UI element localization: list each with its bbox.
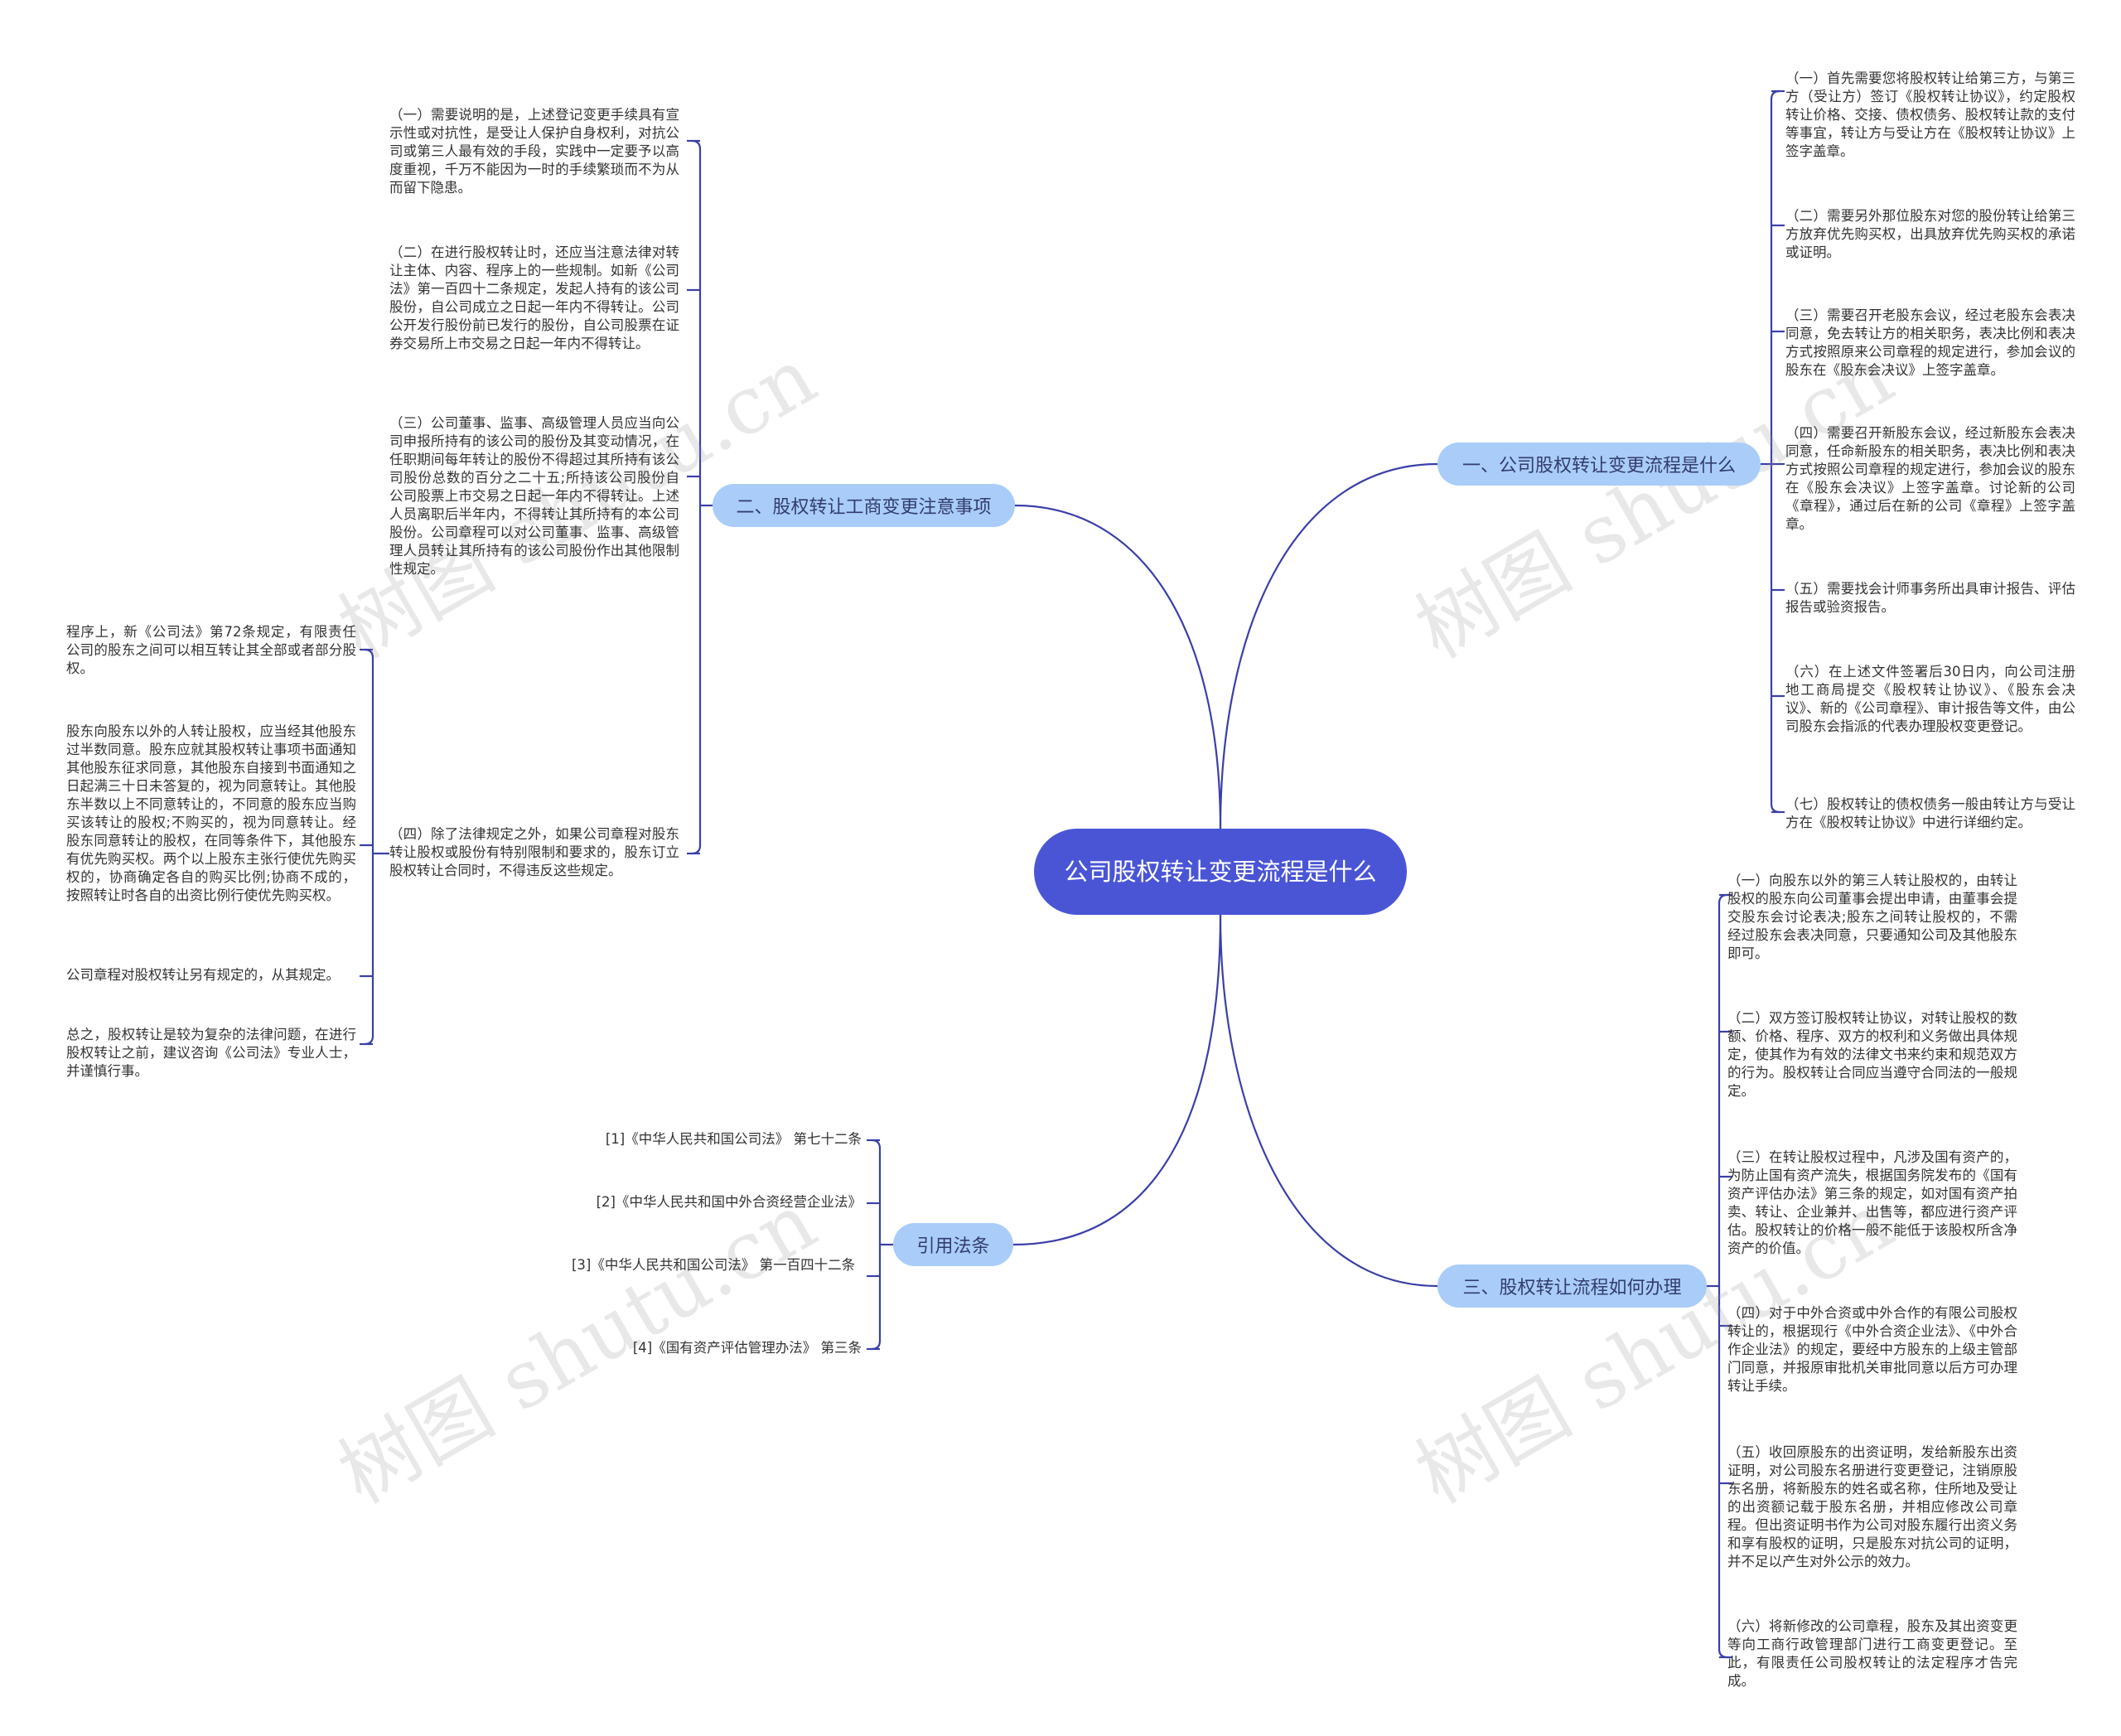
law-reference[interactable]: [2]《中华人民共和国中外合资经营企业法》 <box>596 1194 862 1210</box>
branch-2-node[interactable]: 二、股权转让工商变更注意事项 <box>713 484 1015 527</box>
bracket-b3-cap <box>1718 893 1728 904</box>
law-reference[interactable]: [3]《中华人民共和国公司法》 第一百四十二条 <box>572 1257 856 1273</box>
branch-2-label: 二、股权转让工商变更注意事项 <box>736 497 992 518</box>
branch-3-item: （四）对于中外合资或中外合作的有限公司股权转让的，根据现行《中外合资企业法》、《… <box>1727 1305 2017 1394</box>
branch-3-label: 三、股权转让流程如何办理 <box>1462 1278 1682 1298</box>
branch-1-item: （五）需要找会计师事务所出具审计报告、评估报告或验资报告。 <box>1785 581 2075 615</box>
branch-3-item: （六）将新修改的公司章程，股东及其出资变更等向工商行政管理部门进行工商变更登记。… <box>1727 1618 2017 1689</box>
bracket-b2-cap <box>691 844 702 855</box>
branch-1-item: （三）需要召开老股东会议，经过老股东会表决同意，免去转让方的相关职务，表决比例和… <box>1785 307 2075 378</box>
law-reference[interactable]: [1]《中华人民共和国公司法》 第七十二条 <box>605 1131 862 1147</box>
branch-1-label: 一、公司股权转让变更流程是什么 <box>1462 456 1736 476</box>
bracket-b1-cap <box>1770 89 1780 100</box>
root-node[interactable]: 公司股权转让变更流程是什么 <box>1034 829 1407 915</box>
bracket-b3-cap <box>1718 1648 1728 1659</box>
branch-2-item: （二）在进行股权转让时，还应当注意法律对转让主体、内容、程序上的一些规制。如新《… <box>389 244 679 351</box>
branch-3-item: （二）双方签订股权转让协议，对转让股权的数额、价格、程序、双方的权利和义务做出具… <box>1727 1010 2017 1099</box>
branch-2-sub-item: 程序上，新《公司法》第72条规定，有限责任公司的股东之间可以相互转让其全部或者部… <box>66 624 356 676</box>
connector-root-branch-2 <box>1014 504 1222 829</box>
branch-2-sub-item: 股东向股东以外的人转让股权，应当经其他股东过半数同意。股东应就其股权转让事项书面… <box>66 723 356 903</box>
bracket-b2-cap <box>691 139 702 150</box>
bracket-b1-cap <box>1770 803 1780 814</box>
bracket-b2-sub-cap <box>364 648 374 659</box>
branch-2-sub-item: 总之，股权转让是较为复杂的法律问题，在进行股权转让之前，建议咨询《公司法》专业人… <box>66 1027 356 1079</box>
branch-2-item: （一）需要说明的是，上述登记变更手续具有宣示性或对抗性，是受让人保护自身权利，对… <box>389 107 679 196</box>
branch-3-item: （三）在转让股权过程中，凡涉及国有资产的，为防止国有资产流失，根据国务院发布的《… <box>1727 1149 2017 1256</box>
branch-3-item: （一）向股东以外的第三人转让股权的，由转让股权的股东向公司董事会提出申请，由董事… <box>1727 873 2017 961</box>
law-reference[interactable]: [4]《国有资产评估管理办法》 第三条 <box>632 1340 862 1356</box>
branch-3-node[interactable]: 三、股权转让流程如何办理 <box>1437 1265 1707 1308</box>
bracket-b4-cap <box>871 1340 882 1351</box>
branch-2-item: （四）除了法律规定之外，如果公司章程对股东转让股权或股份有特别限制和要求的，股东… <box>389 826 679 878</box>
branch-2-item: （三）公司董事、监事、高级管理人员应当向公司申报所持有的该公司的股份及其变动情况… <box>389 415 679 577</box>
branch-3-item: （五）收回原股东的出资证明，发给新股东出资证明，对公司股东名册进行变更登记，注销… <box>1727 1444 2017 1569</box>
connector-root-branch-4 <box>1012 914 1222 1246</box>
branch-1-item: （七）股权转让的债权债务一般由转让方与受让方在《股权转让协议》中进行详细约定。 <box>1785 796 2075 830</box>
branch-1-item: （一）首先需要您将股权转让给第三方，与第三方（受让方）签订《股权转让协议》，约定… <box>1785 70 2075 159</box>
root-title: 公司股权转让变更流程是什么 <box>1064 857 1377 886</box>
branch-1-node[interactable]: 一、公司股权转让变更流程是什么 <box>1437 442 1761 486</box>
branch-1-item: （六）在上述文件签署后30日内，向公司注册地工商局提交《股权转让协议》、《股东会… <box>1785 664 2075 734</box>
connector-root-branch-3 <box>1219 914 1438 1288</box>
branch-1-item: （四）需要召开新股东会议，经过新股东会表决同意，任命新股东的相关职务，表决比例和… <box>1785 425 2075 532</box>
branch-1-item: （二）需要另外那位股东对您的股份转让给第三方放弃优先购买权，出具放弃优先购买权的… <box>1785 208 2075 260</box>
bracket-b2-sub-cap <box>364 1035 374 1046</box>
connector-root-branch-1 <box>1219 462 1438 829</box>
branch-2-sub-item: 公司章程对股权转让另有规定的，从其规定。 <box>66 967 340 983</box>
bracket-b4-cap <box>871 1139 882 1149</box>
branch-4-node[interactable]: 引用法条 <box>893 1223 1013 1266</box>
branch-4-label: 引用法条 <box>916 1236 990 1257</box>
